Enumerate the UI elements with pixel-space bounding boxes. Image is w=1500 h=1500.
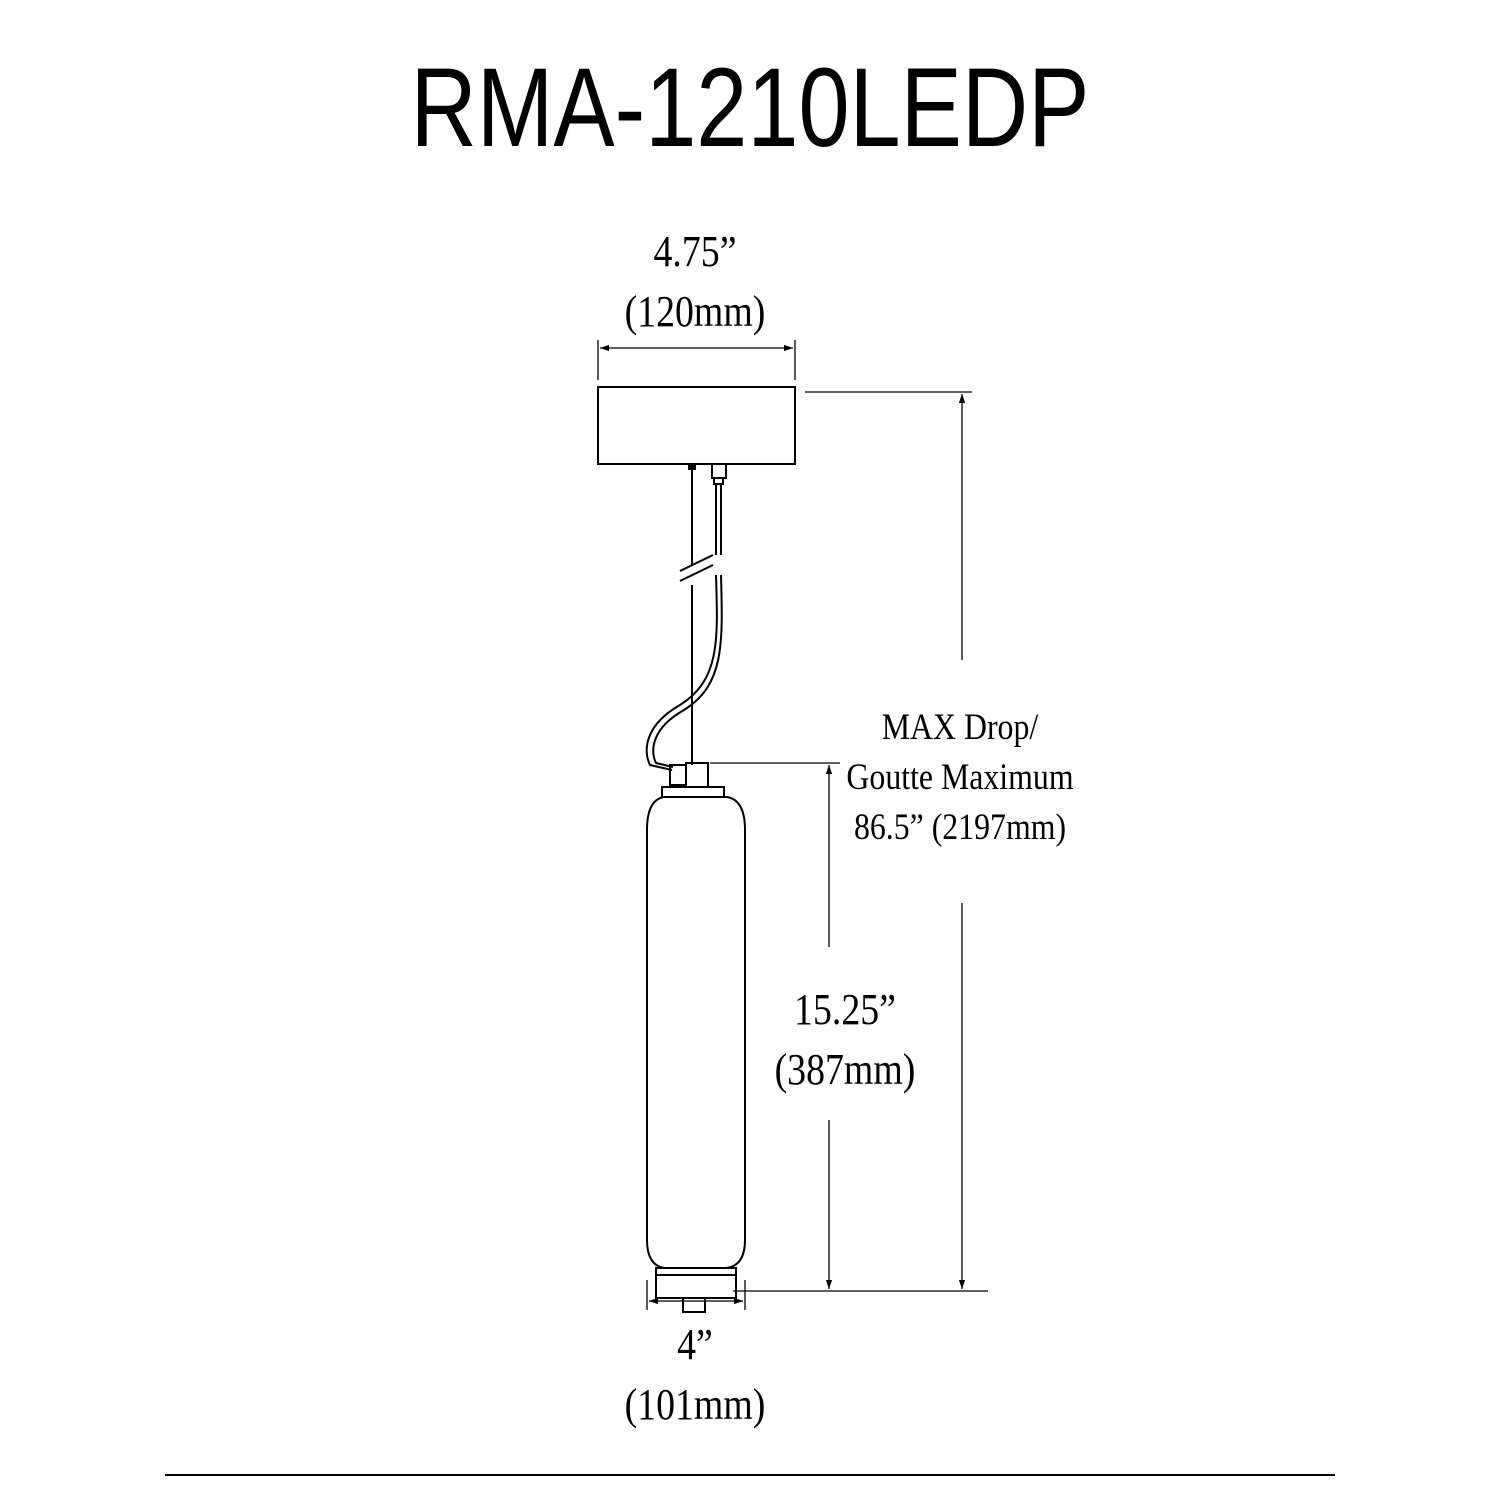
body-height-imperial: 15.25” (794, 985, 896, 1034)
max-drop-line3: 86.5” (2197mm) (853, 807, 1067, 848)
canopy-width-dimension (597, 340, 796, 380)
body-height-dimension (710, 762, 840, 1289)
canopy-width-label: 4.75” (120mm) (579, 222, 811, 342)
body-width-dimension (646, 1280, 746, 1310)
glass-body (646, 796, 746, 1269)
cable-break-symbol (679, 554, 714, 582)
max-drop-label: MAX Drop/ Goutte Maximum 86.5” (2197mm) (835, 703, 1084, 853)
canopy-width-imperial: 4.75” (653, 227, 737, 276)
body-height-metric: (387mm) (774, 1045, 916, 1094)
max-drop-dimension (733, 391, 988, 1292)
connector-block (661, 762, 725, 798)
model-title: RMA-1210LEDP (410, 45, 1090, 170)
canopy-width-metric: (120mm) (624, 287, 766, 336)
max-drop-line1: MAX Drop/ (881, 707, 1039, 748)
body-width-label: 4” (101mm) (588, 1315, 803, 1435)
body-height-label: 15.25” (387mm) (742, 980, 948, 1100)
body-width-metric: (101mm) (624, 1380, 766, 1429)
suspension-cable (645, 469, 723, 771)
max-drop-line2: Goutte Maximum (846, 757, 1074, 798)
canopy (597, 386, 796, 485)
bottom-cap (655, 1267, 737, 1313)
body-width-imperial: 4” (677, 1320, 713, 1369)
